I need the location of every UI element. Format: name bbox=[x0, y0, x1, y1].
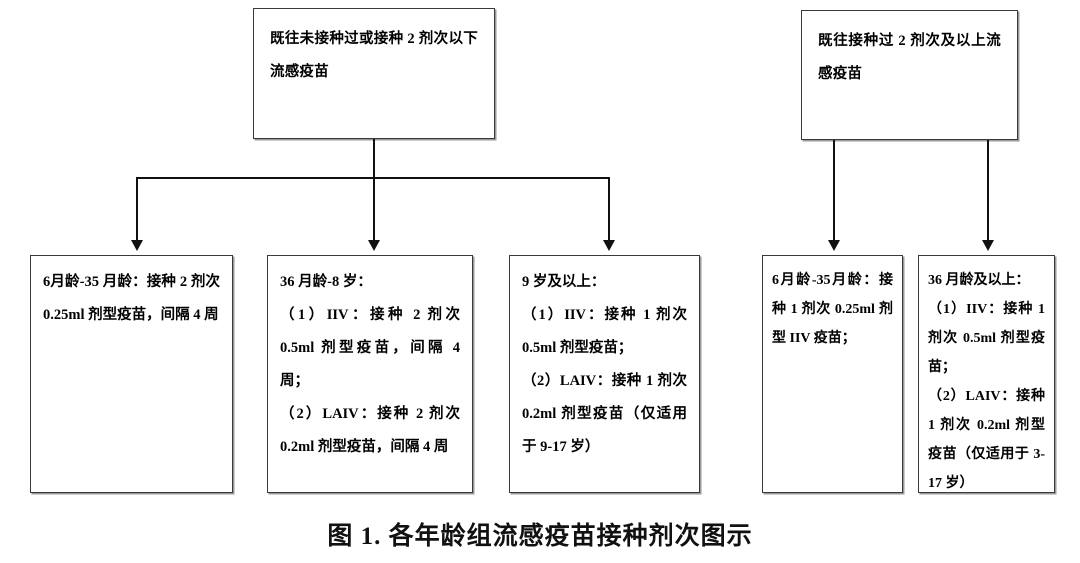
left-branch-1-line bbox=[136, 177, 138, 243]
figure-caption: 图 1. 各年龄组流感疫苗接种剂次图示 bbox=[327, 523, 753, 550]
left-child-node-2: 36 月龄-8 岁： （1）IIV：接种 2 剂次 0.5ml 剂型疫苗，间隔 … bbox=[267, 255, 473, 493]
left-branch-2-arrow bbox=[368, 240, 380, 251]
left-root-node: 既往未接种过或接种 2 剂次以下流感疫苗 bbox=[253, 8, 495, 139]
right-child-2-label: 36 月龄及以上： （1）IIV：接种 1 剂次 0.5ml 剂型疫苗； （2）… bbox=[928, 273, 1045, 491]
right-child-node-2: 36 月龄及以上： （1）IIV：接种 1 剂次 0.5ml 剂型疫苗； （2）… bbox=[918, 255, 1055, 493]
left-branch-3-line bbox=[608, 177, 610, 243]
right-child-1-label: 6月龄-35月龄：接种 1 剂次 0.25ml 剂型 IIV 疫苗； bbox=[772, 273, 893, 346]
left-child-3-label: 9 岁及以上： （1）IIV：接种 1 剂次 0.5ml 剂型疫苗； （2）LA… bbox=[522, 274, 687, 455]
left-branch-3-arrow bbox=[603, 240, 615, 251]
right-branch-1-line bbox=[833, 140, 835, 243]
left-root-label: 既往未接种过或接种 2 剂次以下流感疫苗 bbox=[270, 31, 478, 80]
right-branch-2-line bbox=[987, 140, 989, 243]
left-child-1-label: 6月龄-35 月龄：接种 2 剂次 0.25ml 剂型疫苗，间隔 4 周 bbox=[43, 274, 224, 323]
left-child-node-1: 6月龄-35 月龄：接种 2 剂次 0.25ml 剂型疫苗，间隔 4 周 bbox=[30, 255, 233, 493]
left-branch-2-line bbox=[373, 177, 375, 243]
left-child-2-label: 36 月龄-8 岁： （1）IIV：接种 2 剂次 0.5ml 剂型疫苗，间隔 … bbox=[280, 274, 460, 455]
left-branch-1-arrow bbox=[131, 240, 143, 251]
right-root-label: 既往接种过 2 剂次及以上流感疫苗 bbox=[818, 33, 1001, 82]
left-root-stem bbox=[373, 139, 375, 179]
right-branch-2-arrow bbox=[982, 240, 994, 251]
right-root-node: 既往接种过 2 剂次及以上流感疫苗 bbox=[801, 10, 1018, 140]
left-child-node-3: 9 岁及以上： （1）IIV：接种 1 剂次 0.5ml 剂型疫苗； （2）LA… bbox=[509, 255, 700, 493]
right-branch-1-arrow bbox=[828, 240, 840, 251]
right-child-node-1: 6月龄-35月龄：接种 1 剂次 0.25ml 剂型 IIV 疫苗； bbox=[762, 255, 903, 493]
